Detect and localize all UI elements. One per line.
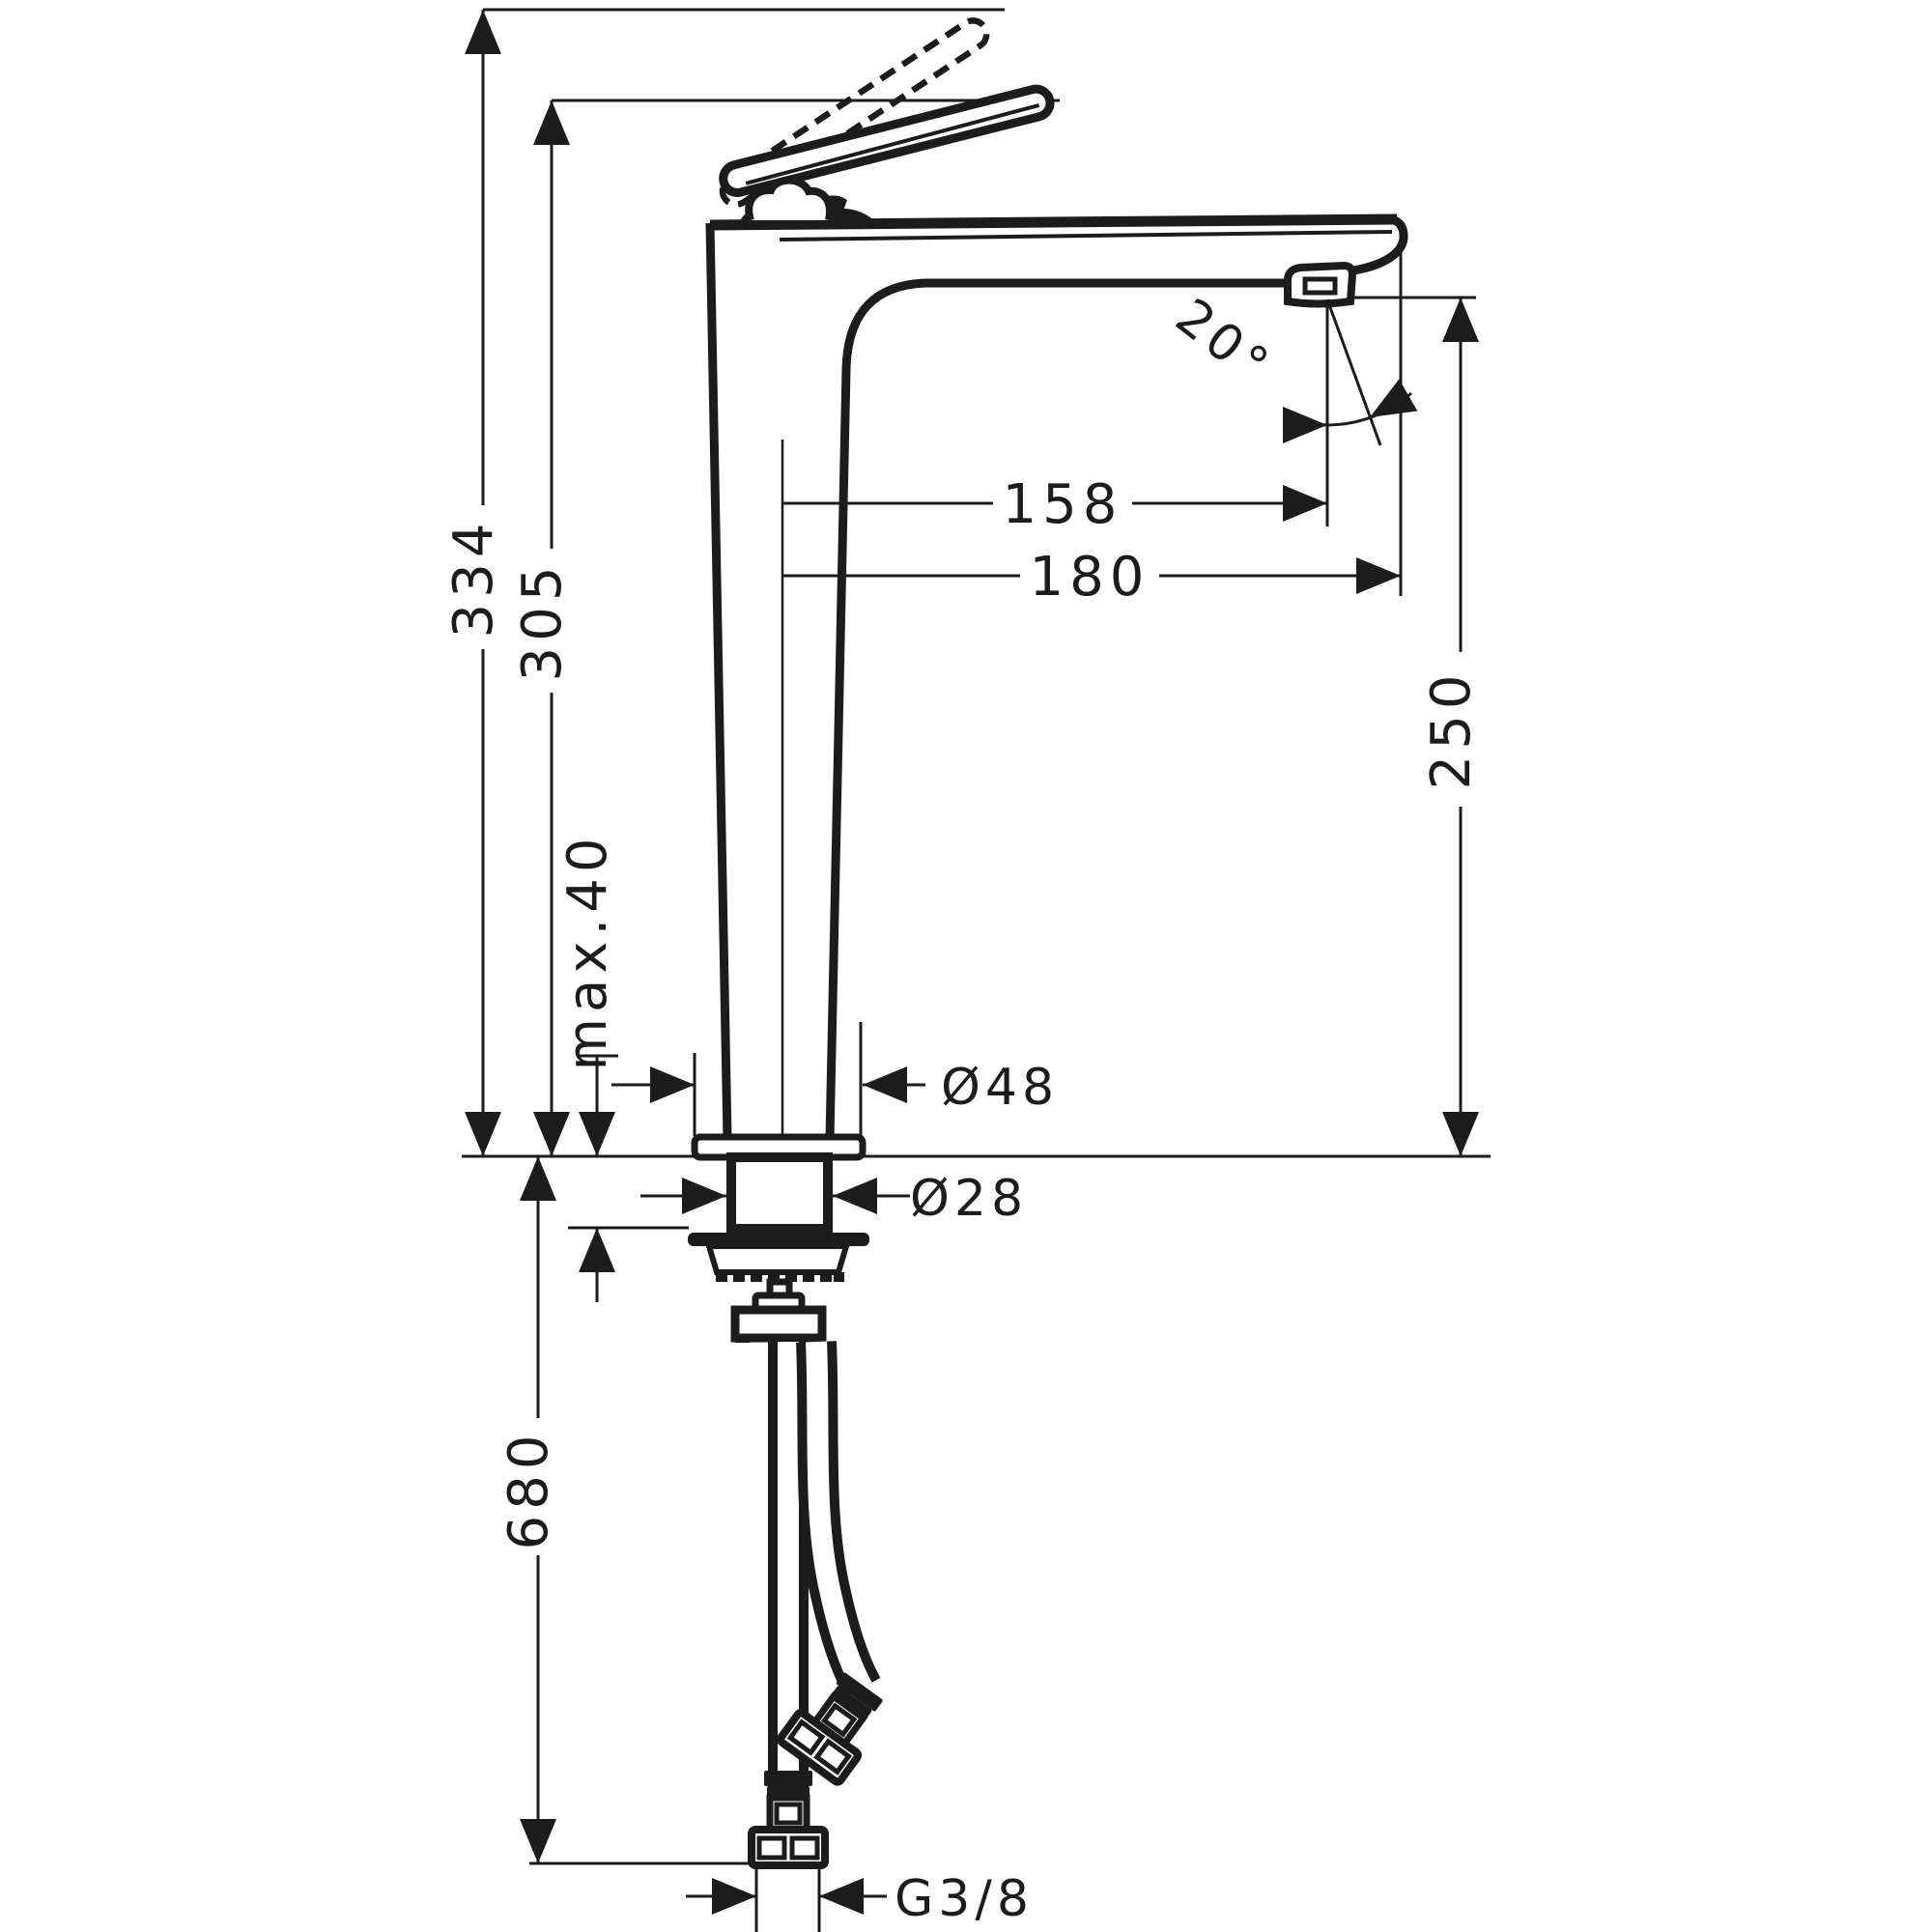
aerator (1284, 261, 1357, 308)
label-d48: Ø48 (941, 1059, 1059, 1117)
dimension-total-reach: 180 (782, 546, 1401, 609)
dimension-outlet-height: 250 (1420, 298, 1483, 1156)
supply-hose-left (748, 1342, 829, 1869)
label-g38: G3/8 (895, 1870, 1034, 1928)
column-left-edge (705, 222, 732, 1140)
handle-blade-line (745, 103, 1040, 185)
spout-end-face (1352, 214, 1408, 275)
dimension-total-height: 334 (442, 10, 505, 1156)
dimension-height-to-handle: 305 (511, 100, 574, 1156)
dimension-shank-diameter: Ø28 (640, 1170, 1028, 1228)
mounting-nut (704, 1243, 851, 1275)
mounting-nut-knurl (716, 1272, 844, 1282)
label-334: 334 (442, 518, 505, 639)
label-250: 250 (1420, 669, 1483, 790)
hose-right-fitting (777, 1709, 863, 1786)
threaded-shank (726, 1152, 833, 1234)
hose-left-crimp (764, 1771, 812, 1786)
label-305: 305 (511, 561, 574, 682)
label-158: 158 (1003, 473, 1123, 536)
dimension-connection-thread: G3/8 (686, 1870, 1034, 1928)
lever-handle-raised-dashed (719, 17, 990, 208)
block-foot-left (735, 1334, 750, 1343)
dimension-outlet-angle: 20° (1165, 288, 1418, 446)
label-180: 180 (1030, 546, 1151, 609)
spout-top-inner-line (779, 230, 1393, 242)
aerator-screen (1302, 276, 1338, 296)
angle-leader-line (1325, 298, 1382, 446)
dimension-reach-to-aerator: 158 (782, 473, 1327, 536)
supply-hose-right (777, 1341, 883, 1786)
spout-underside-line (825, 278, 1292, 1140)
cartridge-dome-cap (745, 176, 834, 222)
connection-block (730, 1305, 827, 1343)
handle-blade (719, 84, 1055, 197)
block-foot-right (808, 1334, 822, 1343)
washer-plate (688, 1233, 869, 1246)
dimension-hose-length: 680 (497, 1156, 560, 1863)
hose-right-crimp (836, 1672, 883, 1712)
label-20deg: 20° (1165, 288, 1282, 397)
mounting-hardware (688, 1133, 869, 1343)
dimension-base-diameter: Ø48 (611, 1059, 1059, 1117)
dimension-max-deck-thickness: max.40 (556, 832, 619, 1302)
label-d28: Ø28 (910, 1170, 1028, 1228)
raised-handle-outline (719, 17, 990, 208)
label-680: 680 (497, 1430, 560, 1550)
label-max40: max.40 (556, 832, 619, 1070)
lever-handle (719, 84, 1055, 226)
